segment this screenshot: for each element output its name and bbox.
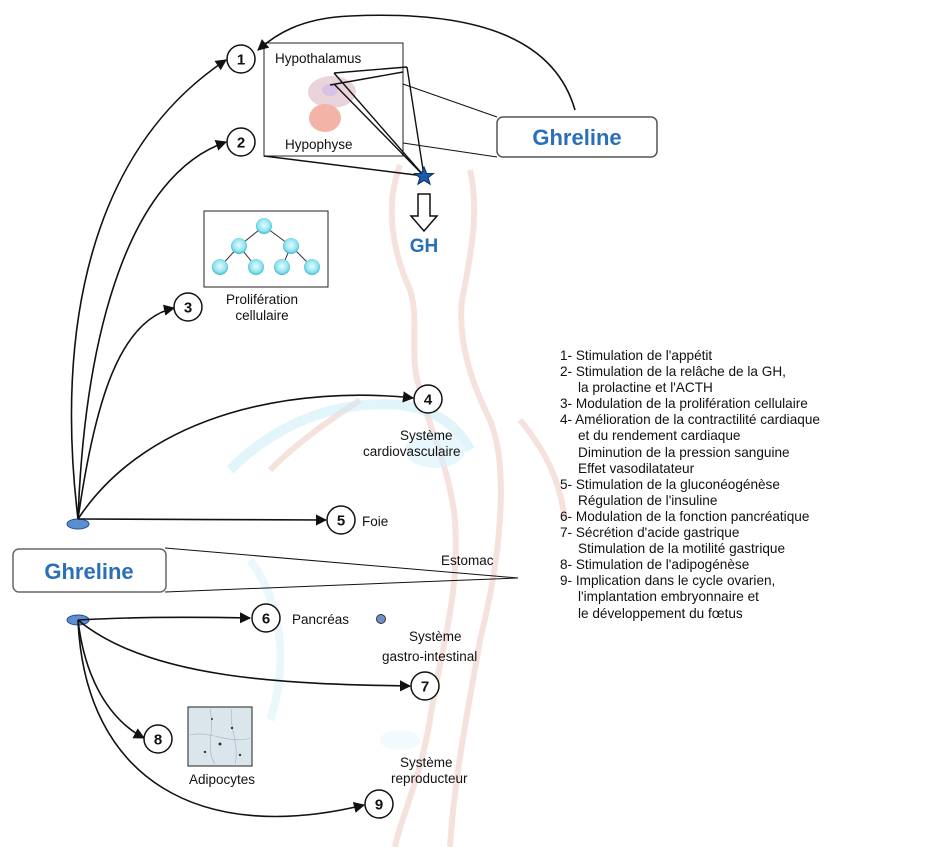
- legend-item-7-line-2: Stimulation de la motilité gastrique: [578, 541, 786, 557]
- hypothalamus-label: Hypothalamus: [275, 51, 362, 66]
- legend-item-4: 4- Amélioration de la contractilité card…: [560, 412, 930, 476]
- legend-item-8: 8- Stimulation de l'adipogénèse: [560, 557, 930, 573]
- legend-item-7-line-1: 7- Sécrétion d'acide gastrique: [560, 525, 740, 541]
- legend-item-3: 3- Modulation de la prolifération cellul…: [560, 396, 930, 412]
- legend-item-8-line-1: 8- Stimulation de l'adipogénèse: [560, 557, 750, 573]
- ghreline-main-label: Ghreline: [44, 559, 133, 584]
- number-8: 8: [143, 724, 173, 754]
- legend-item-9-line-2: l'implantation embryonnaire et: [578, 589, 759, 605]
- ghreline-main-box: [12, 547, 519, 593]
- legend-item-5: 5- Stimulation de la gluconéogénèse Régu…: [560, 477, 930, 509]
- legend-item-2-line-2: la prolactine et l'ACTH: [578, 380, 713, 396]
- svg-text:3: 3: [184, 300, 192, 317]
- arrow-to-2: [77, 139, 228, 520]
- number-3: 3: [173, 292, 203, 322]
- cardio-label-line2: cardiovasculaire: [363, 444, 461, 459]
- number-4: 4: [413, 384, 443, 414]
- cell-proliferation-image: [203, 210, 329, 288]
- legend-item-6: 6- Modulation de la fonction pancréatiqu…: [560, 509, 930, 525]
- arrow-top-ghreline-to-1: [257, 14, 576, 111]
- legend-item-5-line-1: 5- Stimulation de la gluconéogénèse: [560, 476, 780, 492]
- arrow-to-3: [77, 304, 176, 520]
- arrow-to-1: [70, 59, 227, 520]
- ghreline-top-label: Ghreline: [532, 125, 621, 150]
- legend-item-9-line-3: le développement du fœtus: [578, 605, 743, 621]
- svg-text:9: 9: [375, 797, 383, 814]
- adipocytes-image: [187, 706, 253, 767]
- adipocytes-label: Adipocytes: [189, 772, 255, 787]
- number-7: 7: [410, 671, 440, 701]
- arrow-to-4: [77, 391, 415, 520]
- legend-item-1-line-1: 1- Stimulation de l'appétit: [560, 348, 713, 363]
- proliferation-label-line2: cellulaire: [235, 308, 288, 323]
- legend-item-4-line-2: et du rendement cardiaque: [578, 428, 741, 444]
- svg-text:1: 1: [237, 52, 245, 69]
- number-circles: 1 2 3 4 5 6 7 8 9: [143, 44, 443, 819]
- svg-text:8: 8: [154, 732, 162, 749]
- number-5: 5: [326, 505, 356, 535]
- svg-text:5: 5: [337, 513, 345, 530]
- brain-image-box: [263, 42, 404, 157]
- svg-text:7: 7: [421, 679, 429, 696]
- legend-item-3-line-1: 3- Modulation de la prolifération cellul…: [560, 396, 808, 412]
- legend-item-5-line-2: Régulation de l'insuline: [578, 492, 718, 508]
- arrow-to-8: [77, 619, 145, 739]
- pancreas-label: Pancréas: [292, 612, 349, 627]
- pituitary-star-icon: [413, 165, 435, 186]
- ghreline-top-box: [402, 83, 658, 158]
- brain-to-star-lines: [263, 66, 425, 177]
- number-9: 9: [364, 789, 394, 819]
- foie-label: Foie: [362, 514, 388, 529]
- repro-label-line2: reproducteur: [391, 771, 468, 786]
- arrow-to-5: [77, 514, 328, 526]
- hypophyse-label: Hypophyse: [285, 137, 353, 152]
- organ-shading: [226, 399, 475, 750]
- gh-label: GH: [410, 236, 439, 257]
- repro-label-line1: Système: [400, 755, 453, 770]
- legend-item-4-line-3: Diminution de la pression sanguine: [578, 444, 790, 460]
- gastro-label-line1: Système: [409, 629, 462, 644]
- arrow-to-7: [77, 619, 412, 692]
- gh-down-arrow-icon: [409, 193, 439, 233]
- number-6: 6: [251, 603, 281, 633]
- proliferation-label-line1: Prolifération: [226, 292, 298, 307]
- cardio-label-line1: Système: [400, 428, 453, 443]
- number-1: 1: [226, 44, 256, 74]
- legend-item-6-line-1: 6- Modulation de la fonction pancréatiqu…: [560, 508, 810, 524]
- legend-item-2: 2- Stimulation de la relâche de la GH, l…: [560, 364, 930, 396]
- legend-item-1: 1- Stimulation de l'appétit: [560, 348, 930, 364]
- legend-item-9-line-1: 9- Implication dans le cycle ovarien,: [560, 573, 776, 589]
- effects-legend: 1- Stimulation de l'appétit 2- Stimulati…: [560, 348, 930, 622]
- effect-arrows: [70, 14, 576, 818]
- legend-item-7: 7- Sécrétion d'acide gastrique Stimulati…: [560, 525, 930, 557]
- arrow-to-6: [77, 612, 252, 624]
- gastro-label-line2: gastro-intestinal: [382, 649, 477, 664]
- legend-item-9: 9- Implication dans le cycle ovarien, l'…: [560, 573, 930, 621]
- arrow-to-9: [77, 619, 366, 818]
- legend-item-2-line-1: 2- Stimulation de la relâche de la GH,: [560, 364, 786, 380]
- number-2: 2: [226, 127, 256, 157]
- ghreline-source-upper: [66, 518, 90, 530]
- svg-text:2: 2: [237, 135, 245, 152]
- pancreas-dot-icon: [376, 614, 386, 624]
- legend-item-4-line-1: 4- Amélioration de la contractilité card…: [560, 412, 820, 428]
- svg-text:4: 4: [424, 392, 433, 409]
- estomac-label: Estomac: [441, 553, 494, 568]
- svg-text:6: 6: [262, 611, 270, 628]
- legend-item-4-line-4: Effet vasodilatateur: [578, 460, 695, 476]
